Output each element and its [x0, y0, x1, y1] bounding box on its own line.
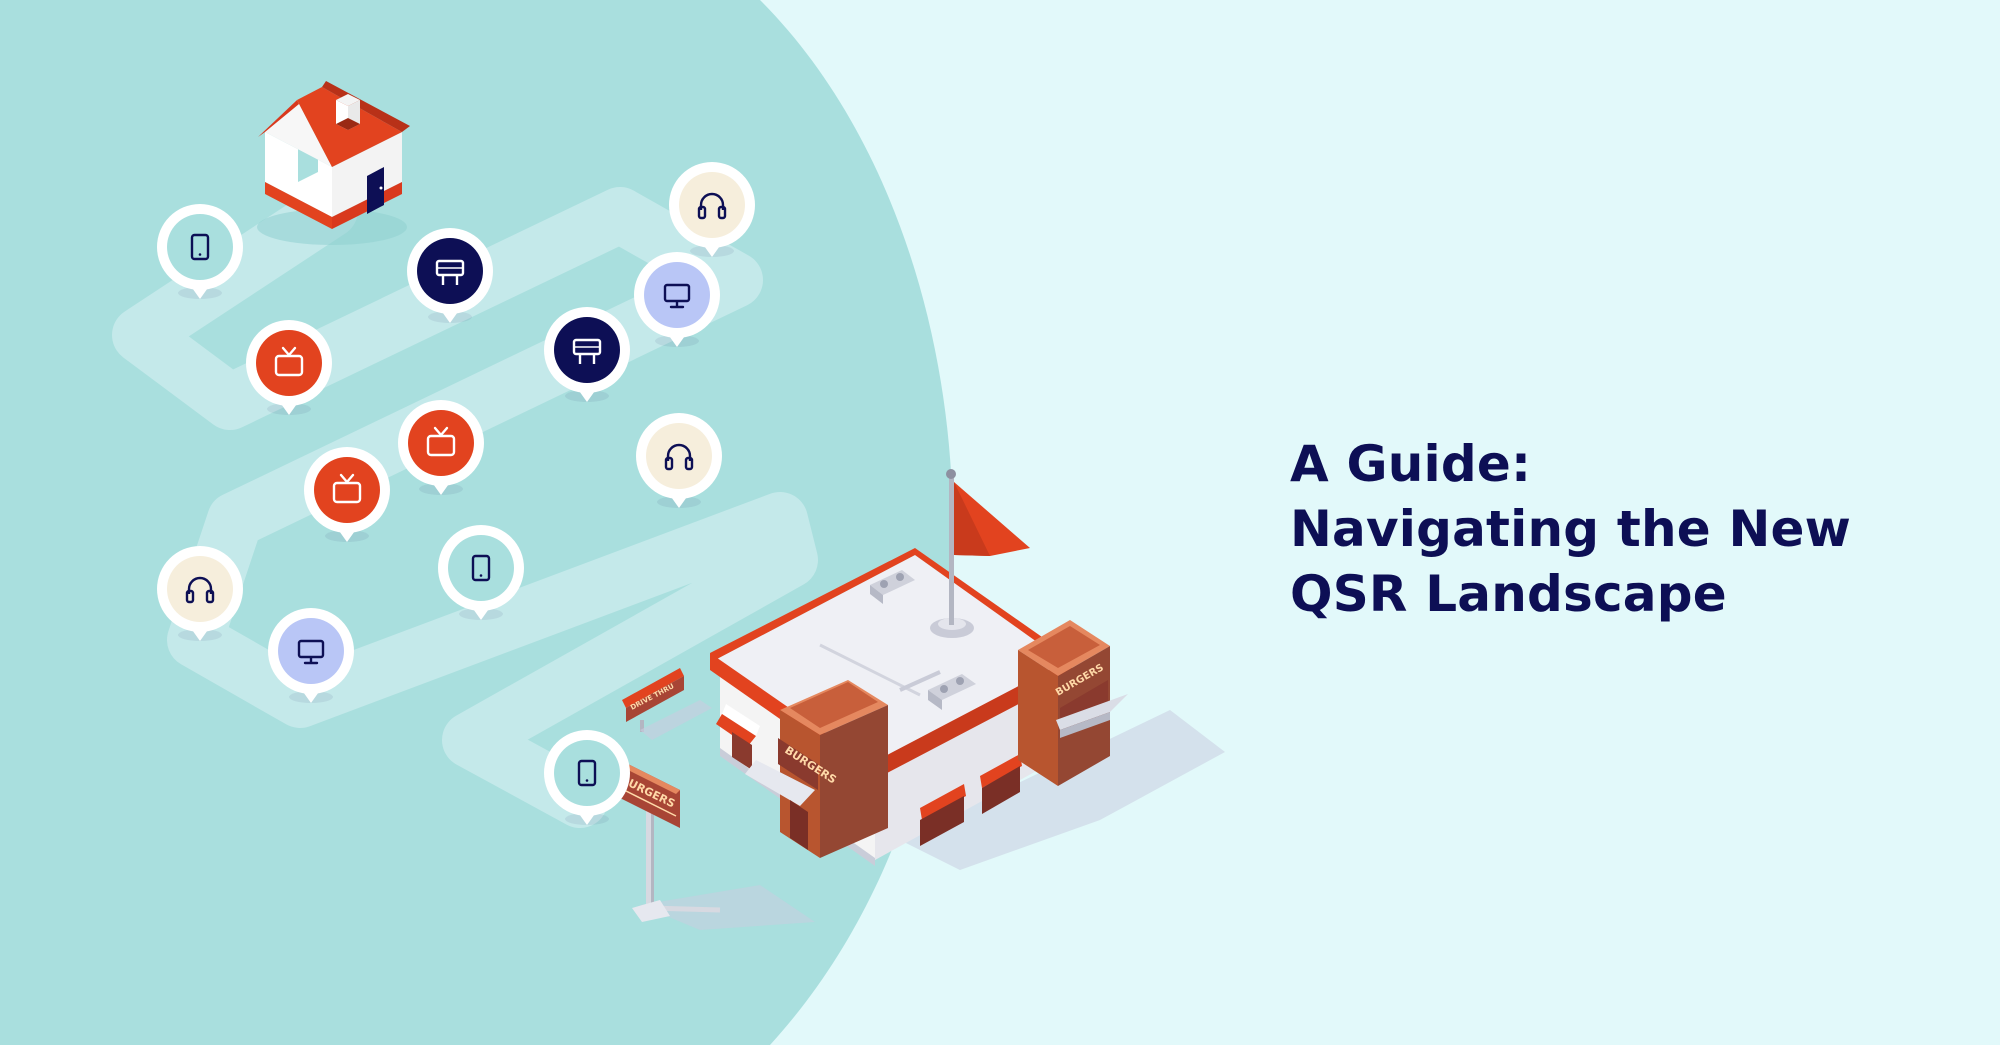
map-pin	[544, 307, 630, 402]
map-pin	[268, 608, 354, 703]
map-pin	[438, 525, 524, 620]
map-pin	[398, 400, 484, 495]
pins-layer	[157, 162, 755, 825]
pin-badge	[646, 423, 712, 489]
pin-badge	[256, 330, 322, 396]
headline-line-2: Navigating the New	[1290, 500, 1852, 558]
map-pin	[157, 546, 243, 641]
headline: A Guide: Navigating the New QSR Landscap…	[1290, 432, 1930, 627]
pin-badge	[167, 556, 233, 622]
restaurant-icon: BURGERS BURGERS DRIVE THRU	[622, 469, 1225, 930]
pin-badge	[644, 262, 710, 328]
map-pin	[157, 204, 243, 299]
burgers-road-sign-icon: BURGERS	[616, 760, 721, 922]
headline-line-3: QSR Landscape	[1290, 565, 1727, 623]
pin-badge	[554, 740, 620, 806]
house-icon	[257, 81, 410, 245]
pin-badge	[448, 535, 514, 601]
pin-badge	[278, 618, 344, 684]
pin-badge	[167, 214, 233, 280]
background-blob	[0, 0, 953, 1045]
map-pin	[246, 320, 332, 415]
map-pin	[634, 252, 720, 347]
pin-badge	[417, 238, 483, 304]
flag-icon	[930, 469, 1030, 638]
pin-badge	[679, 172, 745, 238]
pin-badge	[554, 317, 620, 383]
map-pin	[636, 413, 722, 508]
headline-line-1: A Guide:	[1290, 435, 1532, 493]
pin-badge	[314, 457, 380, 523]
pin-badge	[408, 410, 474, 476]
map-pin	[304, 447, 390, 542]
map-pin	[669, 162, 755, 257]
map-pin	[407, 228, 493, 323]
map-pin	[544, 730, 630, 825]
